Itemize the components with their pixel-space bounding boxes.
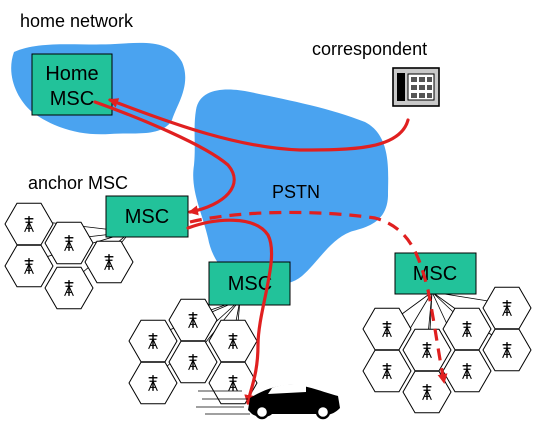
- serving-msc-label: MSC: [228, 273, 272, 295]
- anchor-msc-label: MSC: [125, 206, 169, 228]
- anchor-cell-cluster: [4, 202, 134, 310]
- visited-cell-cluster: [362, 286, 532, 414]
- visited-msc-label: MSC: [413, 263, 457, 285]
- serving-cell-cluster: [128, 298, 258, 405]
- anchor-msc: MSC: [105, 195, 189, 238]
- serving-msc: MSC: [208, 261, 291, 306]
- route-correspondent-to-home: [108, 98, 410, 152]
- home-network-label: home network: [20, 11, 134, 31]
- correspondent-label: correspondent: [312, 39, 427, 59]
- home-msc-label-2: MSC: [50, 88, 94, 110]
- pstn-cloud: [193, 89, 389, 285]
- route-anchor-to-serving: [186, 218, 274, 405]
- home-msc-label-1: Home: [45, 63, 98, 85]
- anchor-msc-caption: anchor MSC: [28, 173, 128, 193]
- pstn-label: PSTN: [272, 182, 320, 202]
- route-home-to-anchor: [93, 100, 236, 216]
- home-msc: Home MSC: [31, 53, 113, 116]
- telephone-icon: [392, 67, 440, 107]
- visited-msc: MSC: [394, 252, 477, 295]
- car-icon: [196, 384, 340, 420]
